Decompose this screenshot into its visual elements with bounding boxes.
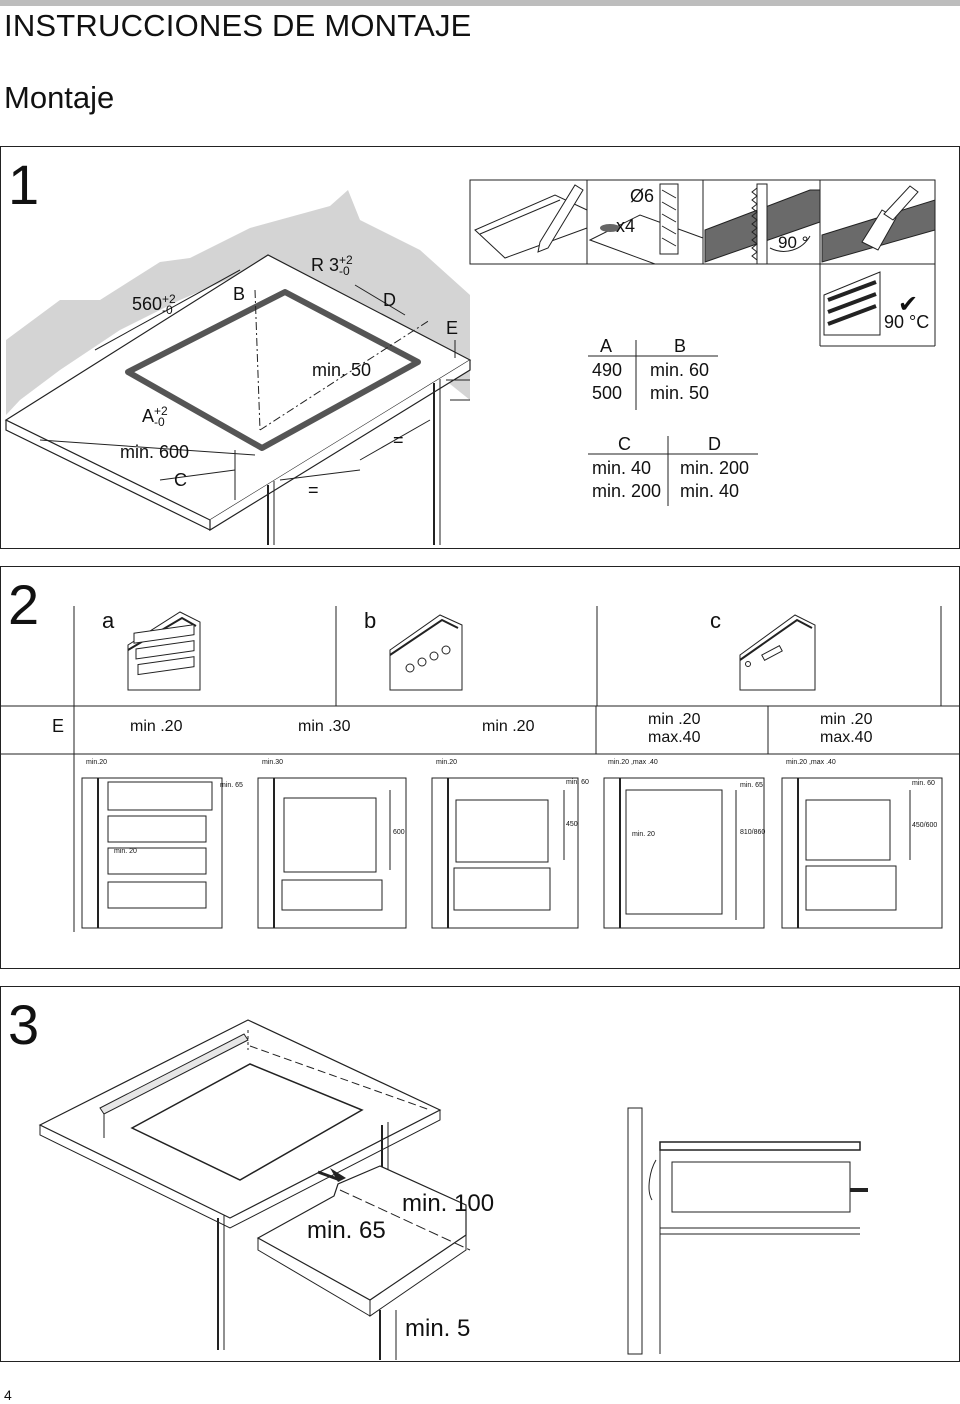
cabinet-diagram-3 [431,777,579,929]
label-d: D [383,290,396,310]
hole-count: x4 [616,216,636,236]
wall-shading [6,190,470,415]
drill-diameter: Ø6 [630,186,655,206]
cabinet-diagram-5 [781,777,943,929]
cutout [125,289,421,451]
small-bottom-label: min. 20 [114,848,137,855]
step-3-number: 3 [8,993,40,1056]
section-title: Montaje [4,80,115,115]
e-row-value: min .30 [298,718,351,735]
variant-c-label: c [710,608,721,633]
dim-a: A+2 -0 [142,404,168,430]
step-1-number: 1 [8,153,40,216]
label-c: C [174,470,187,490]
saw-angle: 90 ° [778,233,809,252]
table-cd-cell: min. 200 [592,481,662,501]
small-top-label: min.20 ,max .40 [786,759,836,766]
table-cd-header-d: D [708,434,721,454]
small-side-label: min. 65 [740,782,763,789]
cabinet-diagram-1 [81,777,223,929]
dim-560: 560+2 -0 [132,292,176,318]
small-top-label: min.20 ,max .40 [608,759,658,766]
equal-mark-2: = [308,480,319,500]
label-min-5: min. 5 [405,1315,471,1342]
cabinet-diagram-4 [603,777,765,929]
table-ab-cell: min. 60 [650,360,710,380]
page-title: INSTRUCCIONES DE MONTAJE [4,8,472,43]
equal-mark-1: = [393,430,404,450]
dim-min-50: min. 50 [312,360,372,380]
table-ab-cell: 490 [592,360,623,380]
small-side-label: min. 60 [566,779,589,786]
page-number: 4 [4,1387,12,1403]
e-row-value: min .20 max.40 [820,711,873,746]
seal-temperature: 90 °C [884,312,930,332]
e-row-value: min .20 [482,718,535,735]
table-ab-header-b: B [674,336,687,356]
small-height-label: 600 [393,829,405,836]
dim-r3: R 3+2 -0 [311,253,353,279]
cabinet-diagram-2 [257,777,407,929]
small-height-label: 810/860 [740,829,766,836]
step-2-number: 2 [8,573,40,636]
table-ab-cell: 500 [592,383,623,403]
small-height-label: 450 [566,821,578,828]
small-height-label: 450/600 [912,822,938,829]
table-cd-cell: min. 40 [592,458,652,478]
small-top-label: min.30 [262,759,284,766]
variant-b-label: b [364,608,377,633]
small-top-label: min.20 [86,759,108,766]
label-min-65: min. 65 [307,1217,386,1244]
small-top-label: min.20 [436,759,458,766]
label-min-100: min. 100 [402,1190,495,1217]
dim-min-600: min. 600 [120,442,190,462]
top-bar [0,0,960,6]
table-ab-header-a: A [600,336,613,356]
small-side-label: min. 60 [912,780,935,787]
label-e: E [446,318,459,338]
label-b: B [233,284,246,304]
variant-a-label: a [102,608,115,633]
e-row-label: E [52,716,65,736]
e-row-value: min .20 [130,718,183,735]
small-side-label: min. 65 [220,782,243,789]
table-ab-cell: min. 50 [650,383,710,403]
small-bottom-label: min. 20 [632,831,655,838]
e-row-value: min .20 max.40 [648,711,701,746]
table-cd-header-c: C [618,434,631,454]
table-cd-cell: min. 200 [680,458,750,478]
check-icon: ✔ [898,291,919,318]
table-cd-cell: min. 40 [680,481,740,501]
